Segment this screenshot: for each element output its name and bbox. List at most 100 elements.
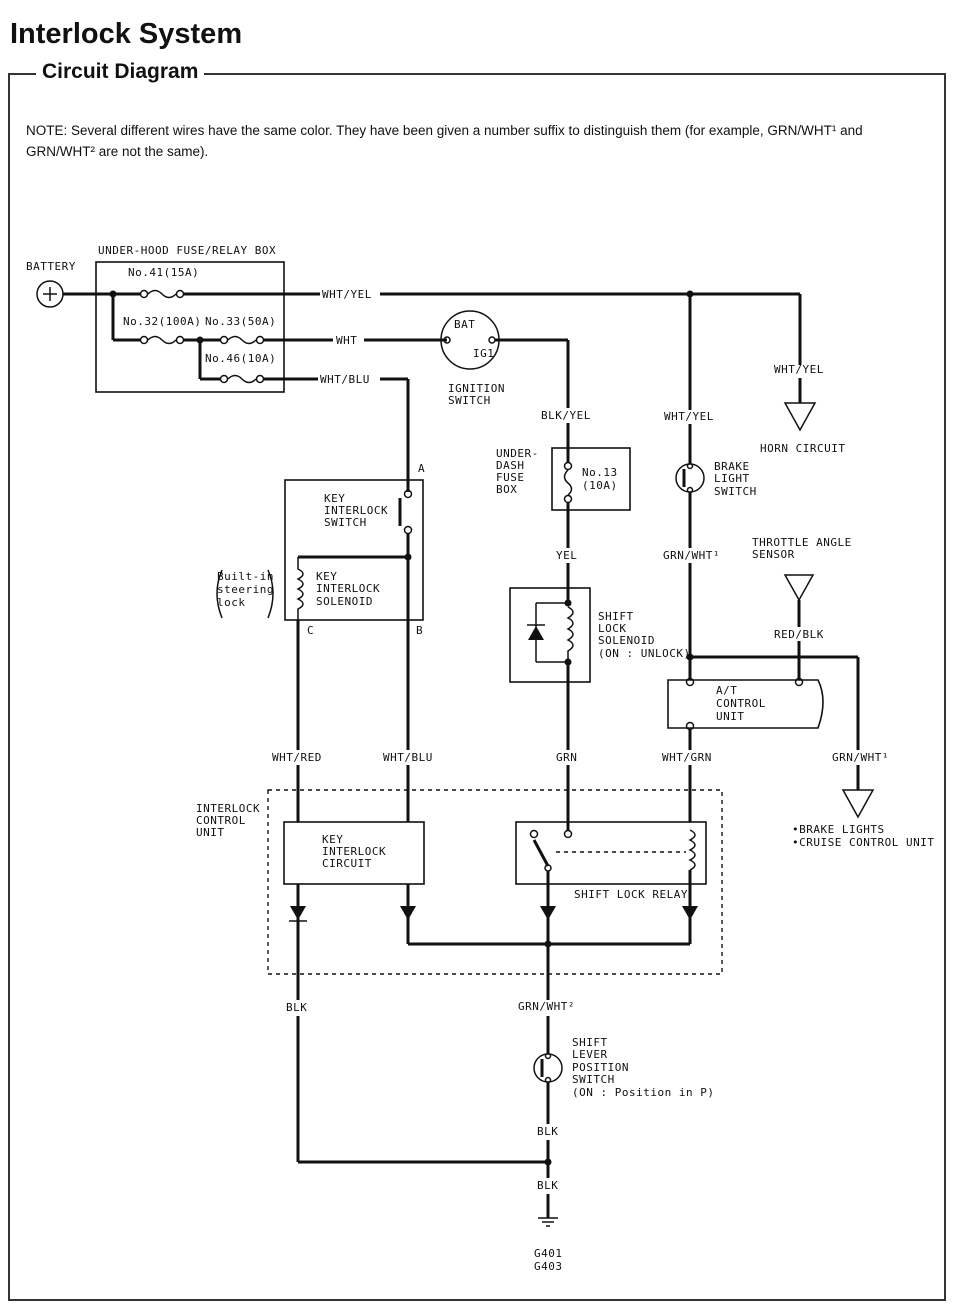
- brake-light-switch-symbol: [675, 462, 705, 494]
- horn-circuit-arrow: [783, 402, 817, 432]
- key-solenoid-label-2: INTERLOCK: [316, 582, 380, 595]
- fuse41-label: No.41(15A): [128, 266, 199, 279]
- battery-label: BATTERY: [26, 260, 76, 273]
- key-interlock-circuit-box: [283, 821, 425, 885]
- under-dash-fuse-box: [551, 447, 631, 511]
- shift-lock-sol-label-2: LOCK: [598, 622, 627, 635]
- terminal-b-label: B: [416, 624, 423, 637]
- wire-wht-label: WHT: [336, 334, 357, 347]
- wire-blk-mid-label: BLK: [537, 1125, 558, 1138]
- icu-label-3: UNIT: [196, 826, 225, 839]
- shift-lock-solenoid-box: [509, 587, 591, 683]
- wire-wht-yel-right-label: WHT/YEL: [774, 363, 824, 376]
- underdash-label-2: DASH: [496, 459, 525, 472]
- shift-lock-sol-label-3: SOLENOID: [598, 634, 655, 647]
- key-solenoid-label-3: SOLENOID: [316, 595, 373, 608]
- kic-label-1: KEY: [322, 833, 343, 846]
- ignition-switch-label-2: SWITCH: [448, 394, 491, 407]
- icu-label-1: INTERLOCK: [196, 802, 260, 815]
- shift-lock-relay-label: SHIFT LOCK RELAY: [574, 888, 688, 901]
- slps-label-2: LEVER: [572, 1048, 608, 1061]
- wire-grn-wht1-b-label: GRN/WHT¹: [832, 751, 889, 764]
- at-control-unit-box: [667, 679, 824, 729]
- kic-label-3: CIRCUIT: [322, 857, 372, 870]
- battery-symbol: [36, 280, 64, 308]
- wire-blk-left-label: BLK: [286, 1001, 307, 1014]
- wire-red-blk-label: RED/BLK: [774, 628, 824, 641]
- interlock-control-unit-box: [267, 789, 723, 975]
- wire-wht-blu-mid-label: WHT/BLU: [383, 751, 433, 764]
- shift-lever-position-switch-symbol: [533, 1052, 563, 1084]
- at-unit-label-1: A/T: [716, 684, 737, 697]
- brake-lights-arrow: [841, 789, 875, 819]
- brake-switch-label-2: LIGHT: [714, 472, 750, 485]
- horn-circuit-label: HORN CIRCUIT: [760, 442, 845, 455]
- ignition-bat-label: BAT: [454, 318, 475, 331]
- under-hood-fuse-box: [95, 261, 285, 393]
- kic-label-2: INTERLOCK: [322, 845, 386, 858]
- terminal-a-label: A: [418, 462, 425, 475]
- steering-label-2: steering: [217, 583, 274, 596]
- page-title: Interlock System: [10, 18, 243, 50]
- diagram-frame: [8, 73, 946, 1301]
- key-switch-label-1: KEY: [324, 492, 345, 505]
- wire-blk-low-label: BLK: [537, 1179, 558, 1192]
- throttle-label-2: SENSOR: [752, 548, 795, 561]
- key-switch-label-2: INTERLOCK: [324, 504, 388, 517]
- fuse13-label-2: (10A): [582, 479, 618, 492]
- section-title: Circuit Diagram: [36, 60, 205, 84]
- ground-label-2: G403: [534, 1260, 563, 1273]
- fuse-32-symbol: [139, 335, 185, 345]
- fuse-13-symbol: [563, 461, 573, 504]
- ignition-switch-label-1: IGNITION: [448, 382, 505, 395]
- wire-yel-label: YEL: [556, 549, 577, 562]
- wire-blk-yel-label: BLK/YEL: [541, 409, 591, 422]
- underdash-label-3: FUSE: [496, 471, 525, 484]
- fuse-box-label: UNDER-HOOD FUSE/RELAY BOX: [98, 244, 276, 257]
- wire-wht-red-label: WHT/RED: [272, 751, 322, 764]
- wire-grn-wht2-label: GRN/WHT²: [518, 1000, 575, 1013]
- shift-lock-sol-label-4: (ON : UNLOCK): [598, 647, 691, 660]
- at-unit-label-2: CONTROL: [716, 697, 766, 710]
- fuse32-label: No.32(100A): [123, 315, 201, 328]
- steering-label-1: Built-in: [217, 570, 274, 583]
- fuse46-label: No.46(10A): [205, 352, 276, 365]
- steering-label-3: lock: [217, 596, 246, 609]
- fuse-33-symbol: [219, 335, 265, 345]
- key-solenoid-label-1: KEY: [316, 570, 337, 583]
- shift-lock-sol-label-1: SHIFT: [598, 610, 634, 623]
- ground-icon: [538, 1217, 558, 1227]
- steering-lock-bracket-left: [216, 569, 223, 619]
- ignition-ig1-label: IG1: [473, 347, 494, 360]
- slps-label-5: (ON : Position in P): [572, 1086, 714, 1099]
- key-interlock-solenoid-coil: [296, 557, 304, 623]
- steering-lock-bracket-right: [267, 569, 274, 619]
- wire-grn-label: GRN: [556, 751, 577, 764]
- icu-label-2: CONTROL: [196, 814, 246, 827]
- slps-label-1: SHIFT: [572, 1036, 608, 1049]
- shift-lock-relay-coil: [688, 829, 696, 871]
- solenoid-coil-symbol: [566, 606, 574, 662]
- key-interlock-switch-symbol: [398, 489, 413, 535]
- cruise-unit-label: •CRUISE CONTROL UNIT: [792, 836, 934, 849]
- shift-lock-relay-box: [515, 821, 707, 885]
- fuse-41-symbol: [139, 289, 185, 299]
- terminal-c-label: C: [307, 624, 314, 637]
- note-text: NOTE: Several different wires have the s…: [26, 123, 863, 159]
- key-interlock-unit-box: [284, 479, 424, 621]
- wire-wht-blu-top-label: WHT/BLU: [320, 373, 370, 386]
- diode-symbol: [527, 624, 545, 640]
- wire-grn-wht1-label: GRN/WHT¹: [663, 549, 720, 562]
- brake-switch-label-3: SWITCH: [714, 485, 757, 498]
- wire-wht-yel-mid-label: WHT/YEL: [664, 410, 714, 423]
- wire-wht-yel-top-label: WHT/YEL: [322, 288, 372, 301]
- key-switch-label-3: SWITCH: [324, 516, 367, 529]
- underdash-label-1: UNDER-: [496, 447, 539, 460]
- fuse13-label-1: No.13: [582, 466, 618, 479]
- fuse-46-symbol: [219, 374, 265, 384]
- shift-lock-relay-contacts: [529, 829, 686, 872]
- fuse33-label: No.33(50A): [205, 315, 276, 328]
- brake-lights-label: •BRAKE LIGHTS: [792, 823, 885, 836]
- throttle-label-1: THROTTLE ANGLE: [752, 536, 852, 549]
- underdash-label-4: BOX: [496, 483, 517, 496]
